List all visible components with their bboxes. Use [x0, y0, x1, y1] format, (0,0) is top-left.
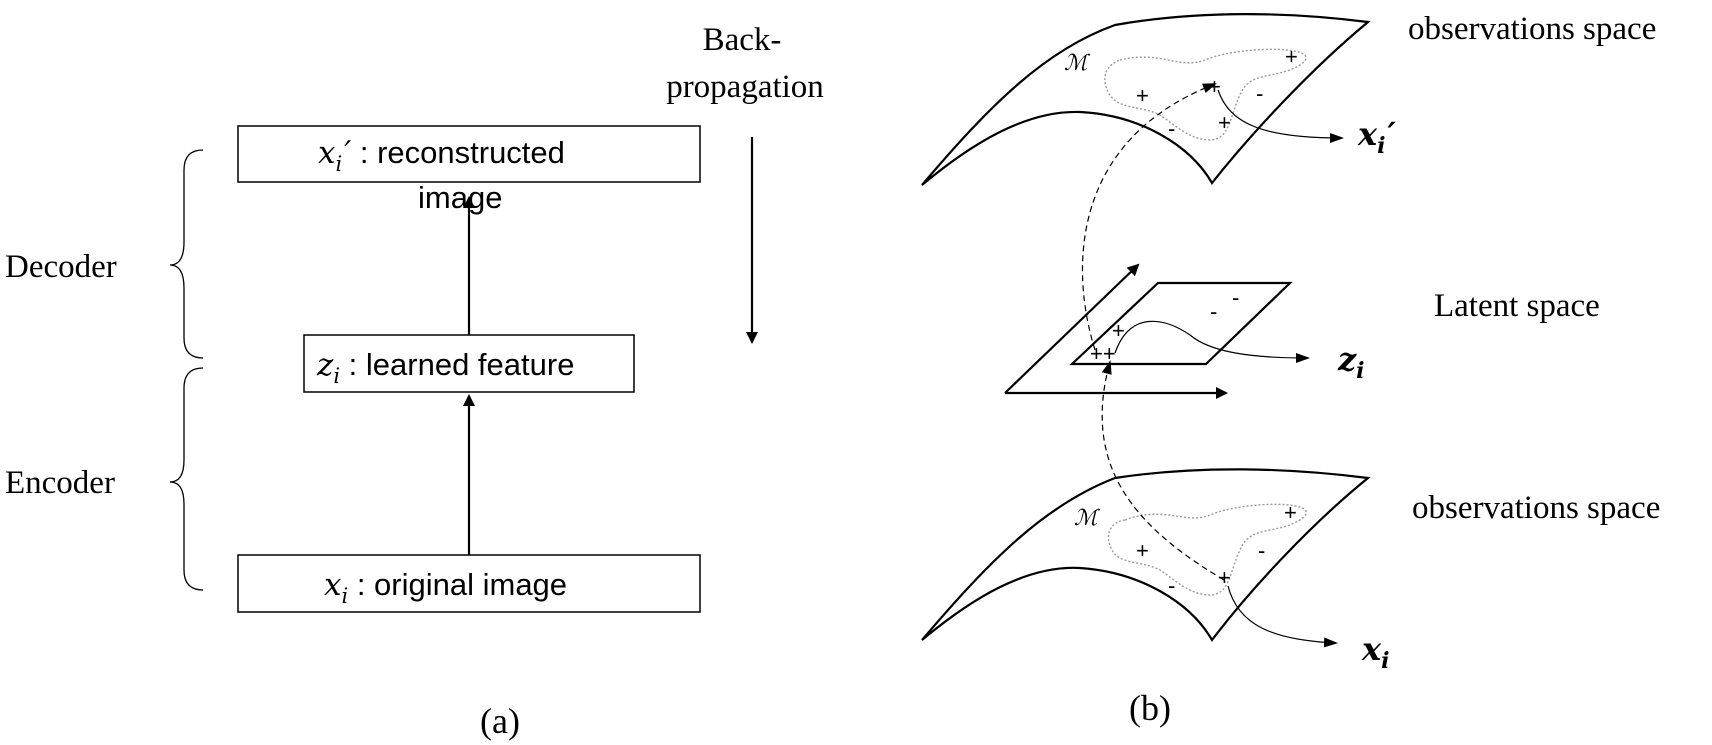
- latent-space-label: Latent space: [1434, 288, 1600, 324]
- bottom-sign-plus-1: +: [1136, 538, 1149, 563]
- learned-feature-label: zi : learned feature: [316, 347, 574, 388]
- bottom-sign-minus-1: -: [1258, 538, 1265, 563]
- bottom-sign-plus-2: +: [1284, 500, 1297, 525]
- original-image-label: xi : original image: [324, 567, 567, 608]
- decoding-dashed-arrow: [1081, 83, 1217, 351]
- bottom-output-arrow: [1227, 585, 1338, 648]
- top-output-arrow: [1217, 89, 1344, 143]
- right-panel: ℳ + + + + - - xi′ observations space ++ …: [921, 11, 1660, 728]
- decoder-label: Decoder: [5, 249, 117, 285]
- latent-sign-minus-2: -: [1232, 285, 1239, 310]
- backpropagation-label-line2: propagation: [666, 69, 824, 105]
- top-sign-plus-3: +: [1285, 44, 1298, 69]
- encoding-dashed-arrow: [1101, 360, 1225, 581]
- reconstructed-image-label: xi′ : reconstructed: [318, 135, 565, 176]
- latent-output-label: zi: [1337, 340, 1365, 384]
- caption-b: (b): [1129, 688, 1171, 728]
- top-output-label: xi′: [1357, 115, 1396, 159]
- bottom-manifold-symbol: ℳ: [1074, 505, 1101, 530]
- top-sign-minus-1: -: [1256, 81, 1263, 106]
- encoder-brace: [169, 367, 204, 591]
- backpropagation-label-line1: Back-: [703, 22, 782, 58]
- bottom-sign-plus-3: +: [1218, 565, 1231, 590]
- top-manifold-symbol: ℳ: [1064, 50, 1091, 75]
- bottom-observation-manifold: [921, 468, 1371, 642]
- reconstructed-image-box: [237, 125, 701, 183]
- bottom-output-label: xi: [1361, 630, 1389, 674]
- latent-sign-plus: +: [1112, 318, 1125, 343]
- latent-sign-minus-1: -: [1210, 299, 1217, 324]
- encoder-label: Encoder: [5, 465, 115, 501]
- top-sign-plus-1: +: [1136, 83, 1149, 108]
- left-panel: xi′ : reconstructed image zi : learned f…: [5, 22, 824, 741]
- decoder-brace: [169, 149, 204, 359]
- top-observations-space-label: observations space: [1408, 11, 1656, 47]
- bottom-sign-minus-2: -: [1168, 573, 1175, 598]
- caption-a: (a): [480, 701, 520, 741]
- top-sign-plus-4: +: [1218, 110, 1231, 135]
- reconstructed-image-label-line2: image: [418, 180, 502, 215]
- top-observation-manifold: [921, 13, 1371, 186]
- latent-output-arrow: [1114, 320, 1310, 363]
- top-sign-minus-2: -: [1168, 116, 1175, 141]
- bottom-observations-space-label: observations space: [1412, 490, 1660, 526]
- latent-plane: [1004, 263, 1293, 399]
